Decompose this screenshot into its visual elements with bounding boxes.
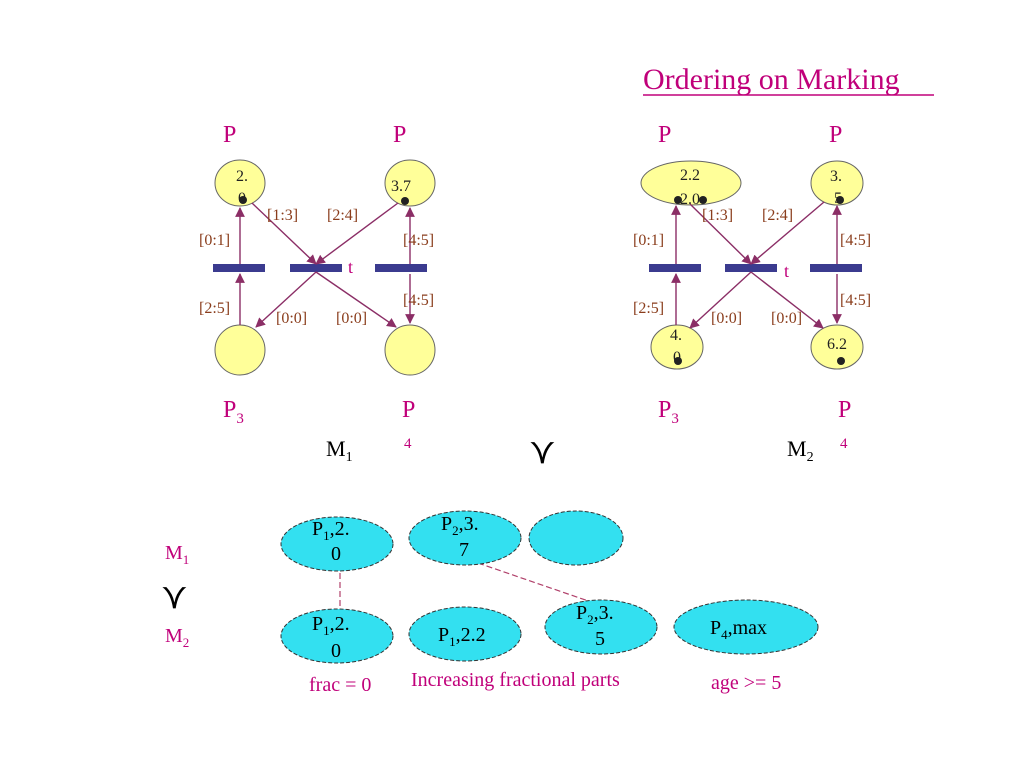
arc-t-p4 <box>315 271 397 328</box>
transition-bar-right <box>810 264 862 272</box>
arc-p1-t <box>251 202 317 265</box>
place-label-p3: P3 <box>658 397 679 427</box>
caption-age: age >= 5 <box>711 672 781 694</box>
token-dot-p1 <box>239 196 247 204</box>
region-text: P2,3. <box>576 602 614 627</box>
token-dot-p3 <box>674 357 682 365</box>
transition-bar-right <box>375 264 427 272</box>
place-p3 <box>214 324 266 376</box>
place-label-p4: P <box>838 397 851 423</box>
arc-t-p3 <box>255 271 317 328</box>
precedes-symbol-bottom: ≺ <box>154 584 194 613</box>
arc-t-p3 <box>689 271 752 329</box>
place-p4 <box>384 324 436 376</box>
token-text-p2-line1: 3. <box>830 168 842 185</box>
region-ellipse-m2-p1 <box>408 606 522 662</box>
token-text-p3-line1: 4. <box>670 327 682 344</box>
interval-label: [2:4] <box>762 207 793 224</box>
interval-label: [4:5] <box>840 232 871 249</box>
region-ellipse-m2-p2 <box>544 599 658 655</box>
region-ellipse-m2-p1-frac0 <box>280 608 394 664</box>
slide-title: Ordering on Marking <box>643 63 900 96</box>
place-p1 <box>214 159 266 207</box>
petri-net-m1: P 1 P 2 2. 0 3.7 t [ <box>199 122 436 465</box>
region-text: P1,2.2 <box>438 624 486 649</box>
interval-label: [2:5] <box>199 300 230 317</box>
token-text-p4: 6.2 <box>827 336 847 353</box>
token-dot-p2 <box>401 197 409 205</box>
interval-label: [0:0] <box>276 310 307 327</box>
interval-label: [2:5] <box>633 300 664 317</box>
connector-line-p2 <box>477 562 601 606</box>
token-text-p1-line1: 2. <box>236 168 248 185</box>
interval-label: [1:3] <box>267 207 298 224</box>
place-label-p2: P <box>829 122 842 148</box>
region-text-line2: 0 <box>331 543 341 565</box>
region-text-line2: 5 <box>595 628 605 650</box>
token-text-p1-line2: 2.0 <box>680 191 700 208</box>
interval-label: [2:4] <box>327 207 358 224</box>
token-dot-p2 <box>836 196 844 204</box>
place-p3 <box>650 324 704 370</box>
transition-bar-t <box>290 264 342 272</box>
region-text: P1,2. <box>312 518 350 543</box>
caption-frac-zero: frac = 0 <box>309 674 371 696</box>
token-text-p1-line1: 2.2 <box>680 167 700 184</box>
interval-label: [0:0] <box>771 310 802 327</box>
region-text: P2,3. <box>441 513 479 538</box>
region-label-m1: M1 <box>165 542 189 567</box>
interval-label: [0:1] <box>633 232 664 249</box>
token-dot-p1-b <box>699 196 707 204</box>
region-label-m2: M2 <box>165 625 189 650</box>
place-p4 <box>810 324 864 370</box>
region-text-line2: 7 <box>459 539 469 561</box>
token-dot-p1-a <box>674 196 682 204</box>
region-text: P1,2. <box>312 613 350 638</box>
place-p2 <box>810 160 864 206</box>
place-label-p4-sub: 4 <box>404 436 412 452</box>
region-ellipse-m1-p1 <box>280 516 394 572</box>
interval-label: [0:0] <box>336 310 367 327</box>
interval-label: [4:5] <box>403 232 434 249</box>
interval-label: [0:1] <box>199 232 230 249</box>
place-label-p1: P <box>223 122 236 148</box>
region-text: P4,max <box>710 617 767 642</box>
interval-label: [0:0] <box>711 310 742 327</box>
transition-bar-left <box>649 264 701 272</box>
token-text-p2: 3.7 <box>391 178 411 195</box>
precedes-symbol-top: ≺ <box>522 439 562 468</box>
region-ellipse-m1-empty <box>528 510 624 566</box>
marking-label-m2: M2 <box>787 436 814 465</box>
arc-p2-t <box>750 201 825 265</box>
transition-label-t: t <box>784 261 789 281</box>
token-dot-p4 <box>837 357 845 365</box>
transition-label-t: t <box>348 257 353 277</box>
interval-label: [1:3] <box>702 207 733 224</box>
region-text-line2: 0 <box>331 640 341 662</box>
place-label-p4: P <box>402 397 415 423</box>
petri-net-m2: P 1 P 2 2.2 2.0 3. 5 4. 0 6.2 t <box>633 122 871 465</box>
place-label-p3: P3 <box>223 397 244 427</box>
transition-bar-left <box>213 264 265 272</box>
region-comparison: M1 ≺ M2 P1,2. 0 P2,3. 7 P1,2. 0 P1,2.2 P… <box>154 510 819 696</box>
interval-label: [4:5] <box>403 292 434 309</box>
caption-increasing-fractional: Increasing fractional parts <box>411 669 620 691</box>
arc-p1-t <box>689 203 752 265</box>
place-label-p2: P <box>393 122 406 148</box>
region-ellipse-m1-p2 <box>408 510 522 566</box>
place-label-p1: P <box>658 122 671 148</box>
place-label-p4-sub: 4 <box>840 436 848 452</box>
transition-bar-t <box>725 264 777 272</box>
place-p2 <box>384 159 436 207</box>
arc-p2-t <box>315 202 399 265</box>
interval-label: [4:5] <box>840 292 871 309</box>
region-ellipse-m2-p4 <box>673 599 819 655</box>
marking-label-m1: M1 <box>326 436 353 465</box>
arc-t-p4 <box>750 271 824 329</box>
